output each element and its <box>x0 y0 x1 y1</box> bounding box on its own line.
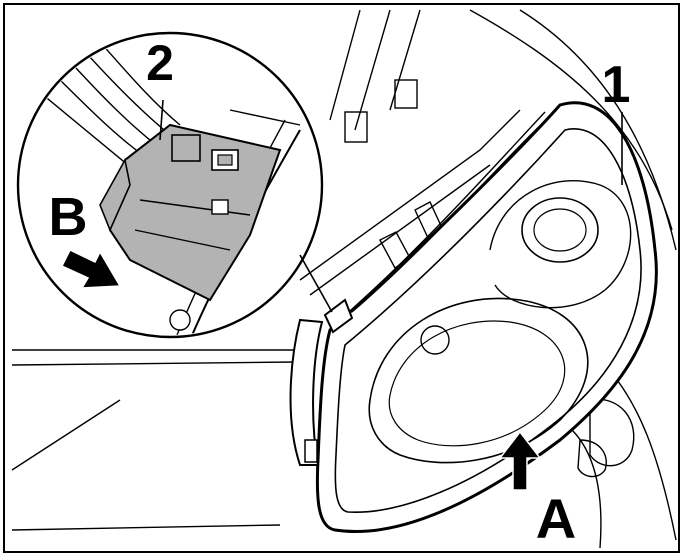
headlamp-housing <box>315 101 658 533</box>
projector-lens <box>521 197 599 263</box>
arrow-b-icon <box>60 249 122 289</box>
magnifier-leader <box>299 254 333 313</box>
housing-clip <box>289 318 324 466</box>
callout-label-2: 2 <box>146 35 174 91</box>
car-body-background <box>11 9 677 549</box>
callout-label-b: B <box>49 187 88 247</box>
headlamp-lens <box>334 128 642 513</box>
headlamp-assembly <box>289 101 658 533</box>
reflector-main <box>368 297 589 464</box>
callout-label-1: 1 <box>602 56 631 114</box>
connector-latch <box>171 134 201 162</box>
arrow-a-icon <box>498 430 542 491</box>
callout-2-leader <box>159 99 164 141</box>
callout-label-a: A <box>536 487 576 550</box>
